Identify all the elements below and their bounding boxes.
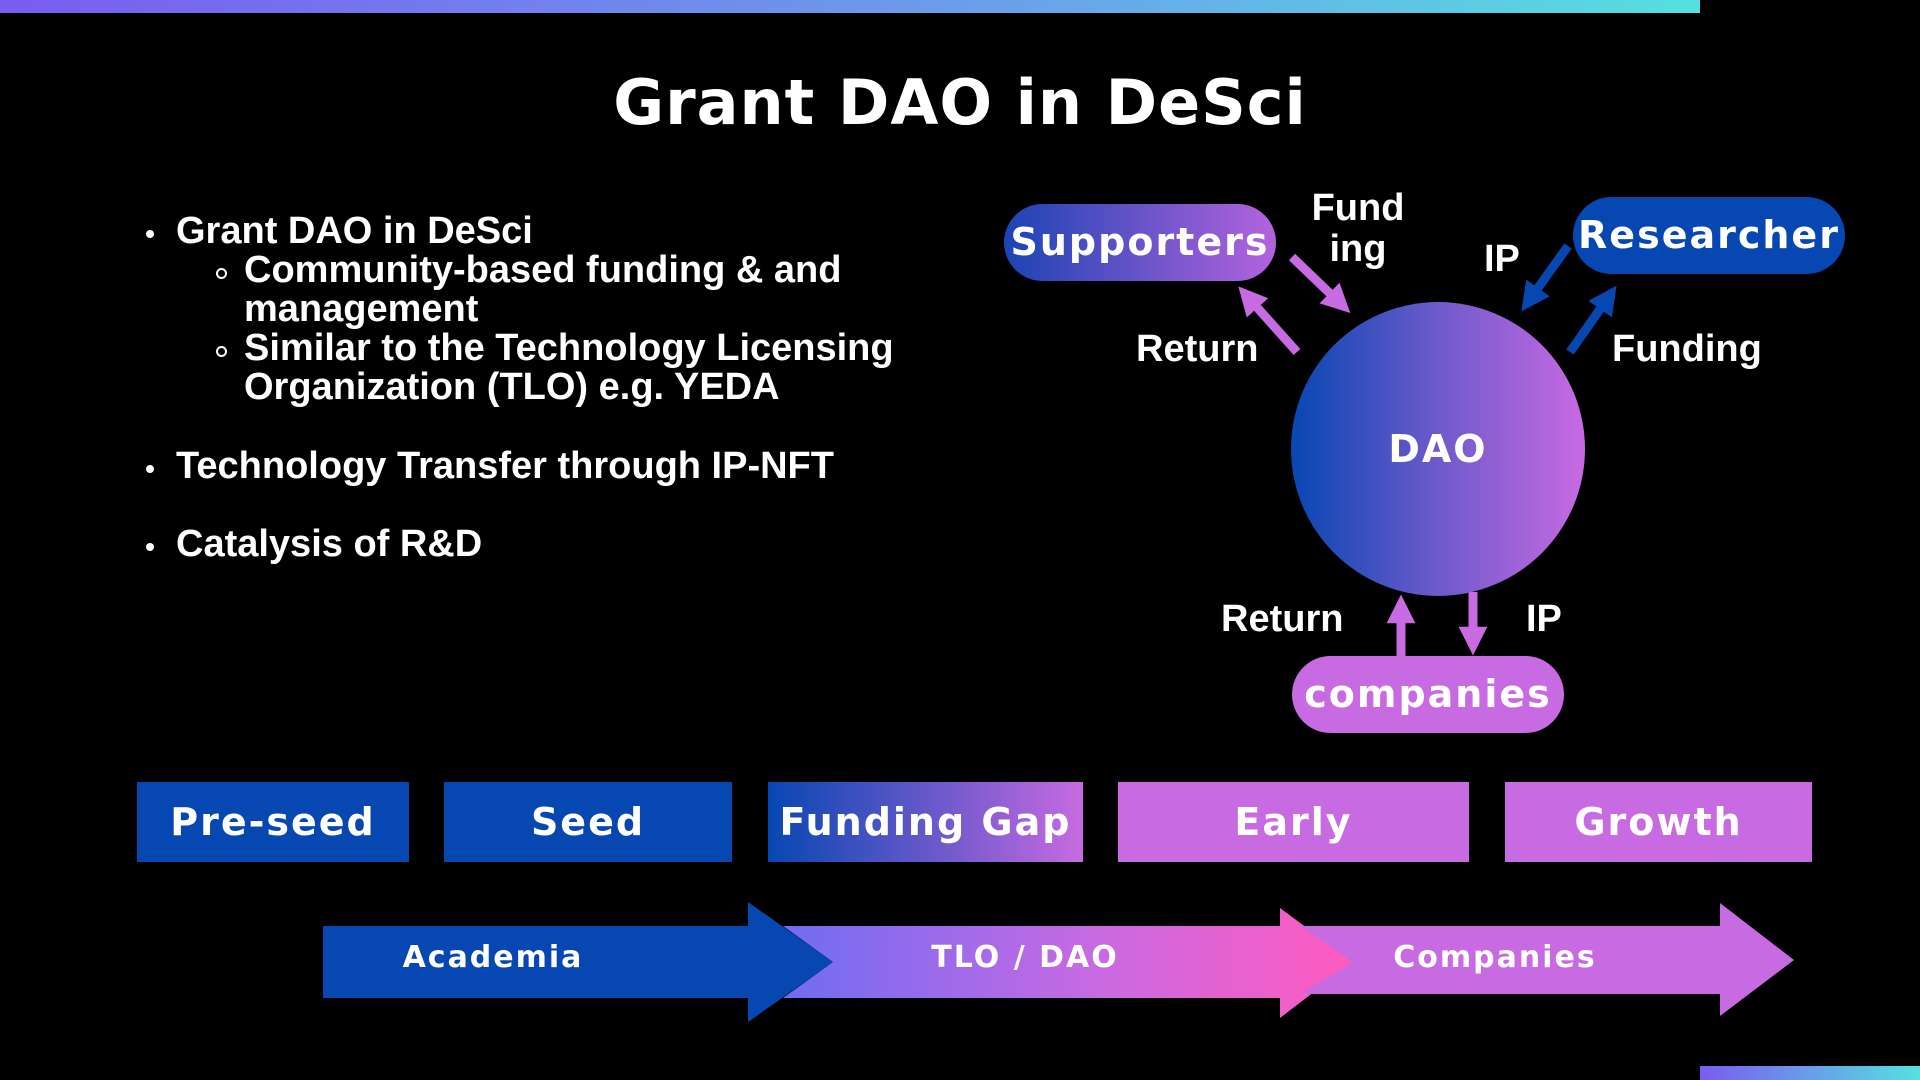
- sub-bullet-text-continued: Organization (TLO) e.g. YEDA: [244, 366, 780, 408]
- node-researcher: Researcher: [1573, 197, 1845, 274]
- flow-label-academia: Academia: [402, 940, 584, 975]
- bullet-item: Grant DAO in DeSci: [140, 212, 1000, 251]
- flow-arrow-companies: [1300, 903, 1794, 1016]
- node-supporters: Supporters: [1004, 204, 1276, 281]
- flow-arrow-academia: [323, 902, 833, 1022]
- slide-title: Grant DAO in DeSci: [613, 66, 1307, 139]
- sub-bullet-text-continued: management: [244, 288, 479, 330]
- bullet-item: Catalysis of R&D: [140, 525, 1000, 564]
- label-ip-top: IP: [1484, 238, 1520, 280]
- top-accent-bar: [0, 0, 1700, 13]
- stage-funding-gap: Funding Gap: [768, 782, 1083, 862]
- arrow-funding-to-researcher: [1566, 285, 1617, 355]
- bottom-accent-bar: [1700, 1066, 1920, 1080]
- sub-bullet-text: Similar to the Technology Licensing: [244, 327, 894, 369]
- label-ip-bottom: IP: [1526, 598, 1562, 640]
- label-funding-top-line1: Fund: [1311, 187, 1405, 229]
- node-dao: DAO: [1291, 302, 1585, 596]
- sub-bullet-text: Community-based funding & and: [244, 249, 842, 291]
- flow-arrow-tlo-dao: [783, 908, 1353, 1018]
- flow-label-tlo-dao: TLO / DAO: [931, 940, 1119, 975]
- label-return-left: Return: [1136, 328, 1259, 370]
- label-funding-top-line2: ing: [1329, 228, 1387, 270]
- node-companies: companies: [1292, 656, 1564, 733]
- arrow-ip-from-researcher: [1521, 243, 1572, 312]
- sub-bullet-item: Similar to the Technology Licensing Orga…: [140, 329, 1000, 407]
- sub-bullet-item: Community-based funding & and management: [140, 251, 1000, 329]
- label-funding-top: Fund ing: [1308, 188, 1408, 270]
- bullet-text: Grant DAO in DeSci: [176, 210, 533, 252]
- arrow-funding-from-supporters: [1288, 253, 1351, 313]
- arrow-return-to-supporters: [1238, 286, 1301, 356]
- stage-early: Early: [1118, 782, 1469, 862]
- bullet-text: Catalysis of R&D: [176, 523, 483, 565]
- bullet-list: Grant DAO in DeSci Community-based fundi…: [140, 212, 1000, 564]
- label-funding-right: Funding: [1612, 328, 1762, 370]
- stage-seed: Seed: [444, 782, 732, 862]
- stage-growth: Growth: [1505, 782, 1812, 862]
- bullet-item: Technology Transfer through IP-NFT: [140, 447, 1000, 486]
- flow-label-companies: Companies: [1393, 940, 1597, 975]
- label-return-bottom: Return: [1221, 598, 1344, 640]
- stage-pre-seed: Pre-seed: [137, 782, 409, 862]
- bullet-text: Technology Transfer through IP-NFT: [176, 445, 834, 487]
